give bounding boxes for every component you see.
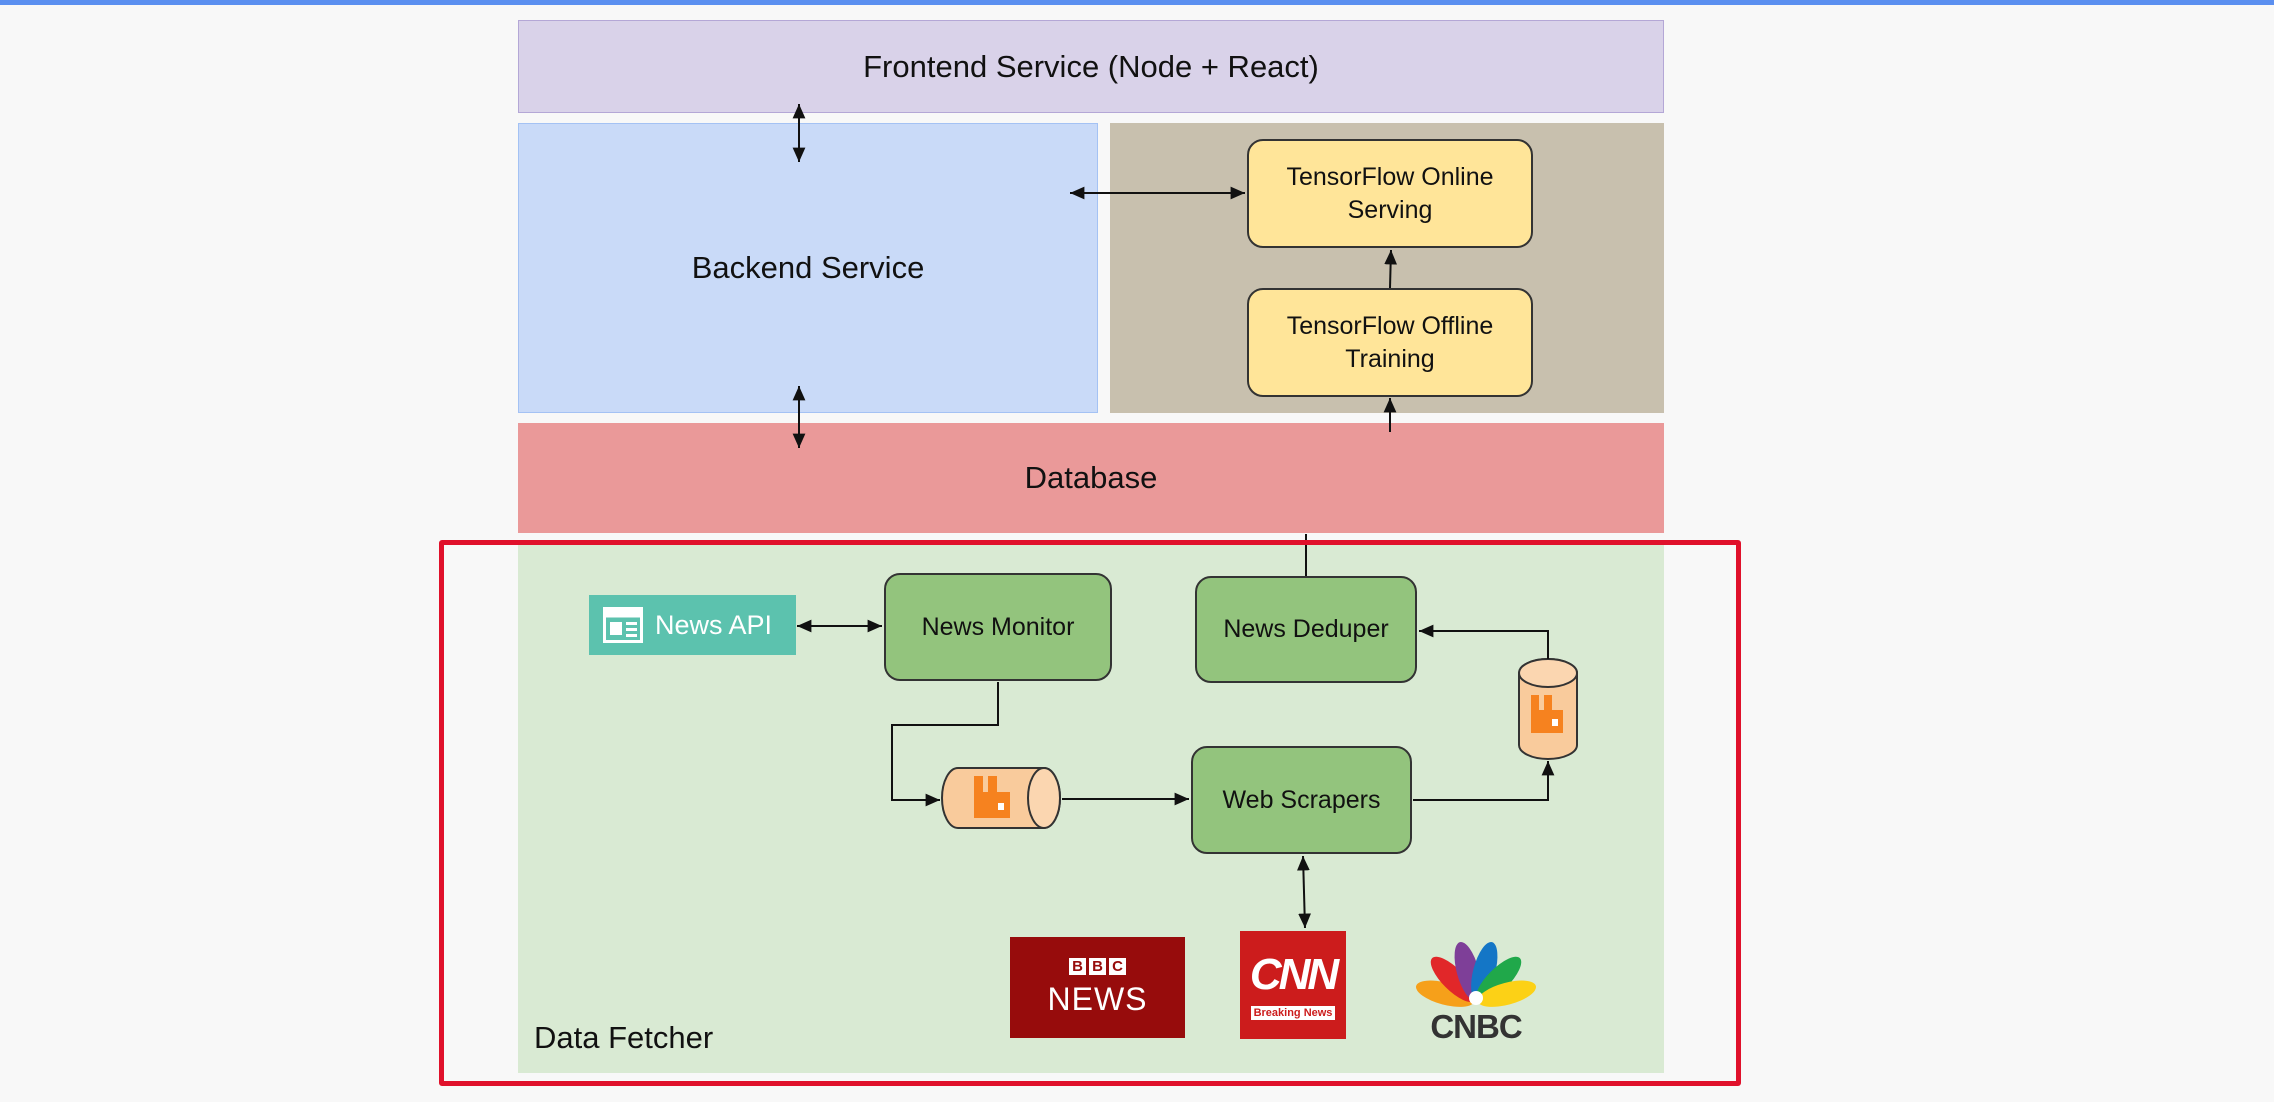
message-queue-vertical: [1518, 658, 1578, 760]
news-api-label: News API: [655, 609, 773, 640]
bbc-letter: B: [1069, 957, 1086, 975]
data-fetcher-label: Data Fetcher: [534, 1020, 714, 1055]
selection-highlight: [439, 540, 1741, 1086]
cnn-breaking-news: Breaking News: [1250, 1006, 1336, 1020]
cnbc-logo: CNBC: [1410, 932, 1542, 1045]
offline-to-online-arrow: [1384, 249, 1398, 289]
database-label: Database: [1024, 460, 1158, 495]
backend-service: Backend Service: [518, 123, 1098, 413]
monitor-to-queue-arrow: [891, 682, 999, 807]
cnn-word: CNN: [1249, 950, 1339, 999]
scrapers-sources-arrow: [1297, 855, 1311, 929]
queue-to-deduper-arrow: [1419, 624, 1549, 659]
backend-label: Backend Service: [691, 250, 925, 285]
cnbc-word: CNBC: [1430, 1008, 1522, 1045]
top-accent-bar: [0, 0, 2274, 5]
web-scrapers: Web Scrapers: [1191, 746, 1412, 854]
frontend-service: Frontend Service (Node + React): [518, 20, 1664, 113]
news-api-logo: News API: [589, 595, 796, 655]
news-deduper: News Deduper: [1195, 576, 1417, 683]
database: Database: [518, 423, 1664, 533]
cnn-logo: CNN Breaking News: [1240, 931, 1346, 1039]
peacock-icon: [1415, 941, 1537, 1007]
rabbitmq-icon: [1531, 695, 1563, 733]
frontend-label: Frontend Service (Node + React): [863, 48, 1319, 84]
bbc-news-word: NEWS: [1047, 980, 1148, 1017]
news-monitor: News Monitor: [884, 573, 1112, 681]
tensorflow-online-serving: TensorFlow Online Serving: [1247, 139, 1533, 248]
bbc-letter: C: [1109, 957, 1126, 975]
message-queue-horizontal: [941, 767, 1061, 829]
tensorflow-offline-training: TensorFlow Offline Training: [1247, 288, 1533, 397]
newspaper-icon: [603, 607, 643, 643]
bbc-letter: B: [1089, 957, 1106, 975]
scrapers-to-queue-arrow: [1413, 761, 1555, 801]
rabbitmq-icon: [974, 776, 1010, 818]
bbc-news-logo: B B C NEWS: [1010, 937, 1185, 1038]
